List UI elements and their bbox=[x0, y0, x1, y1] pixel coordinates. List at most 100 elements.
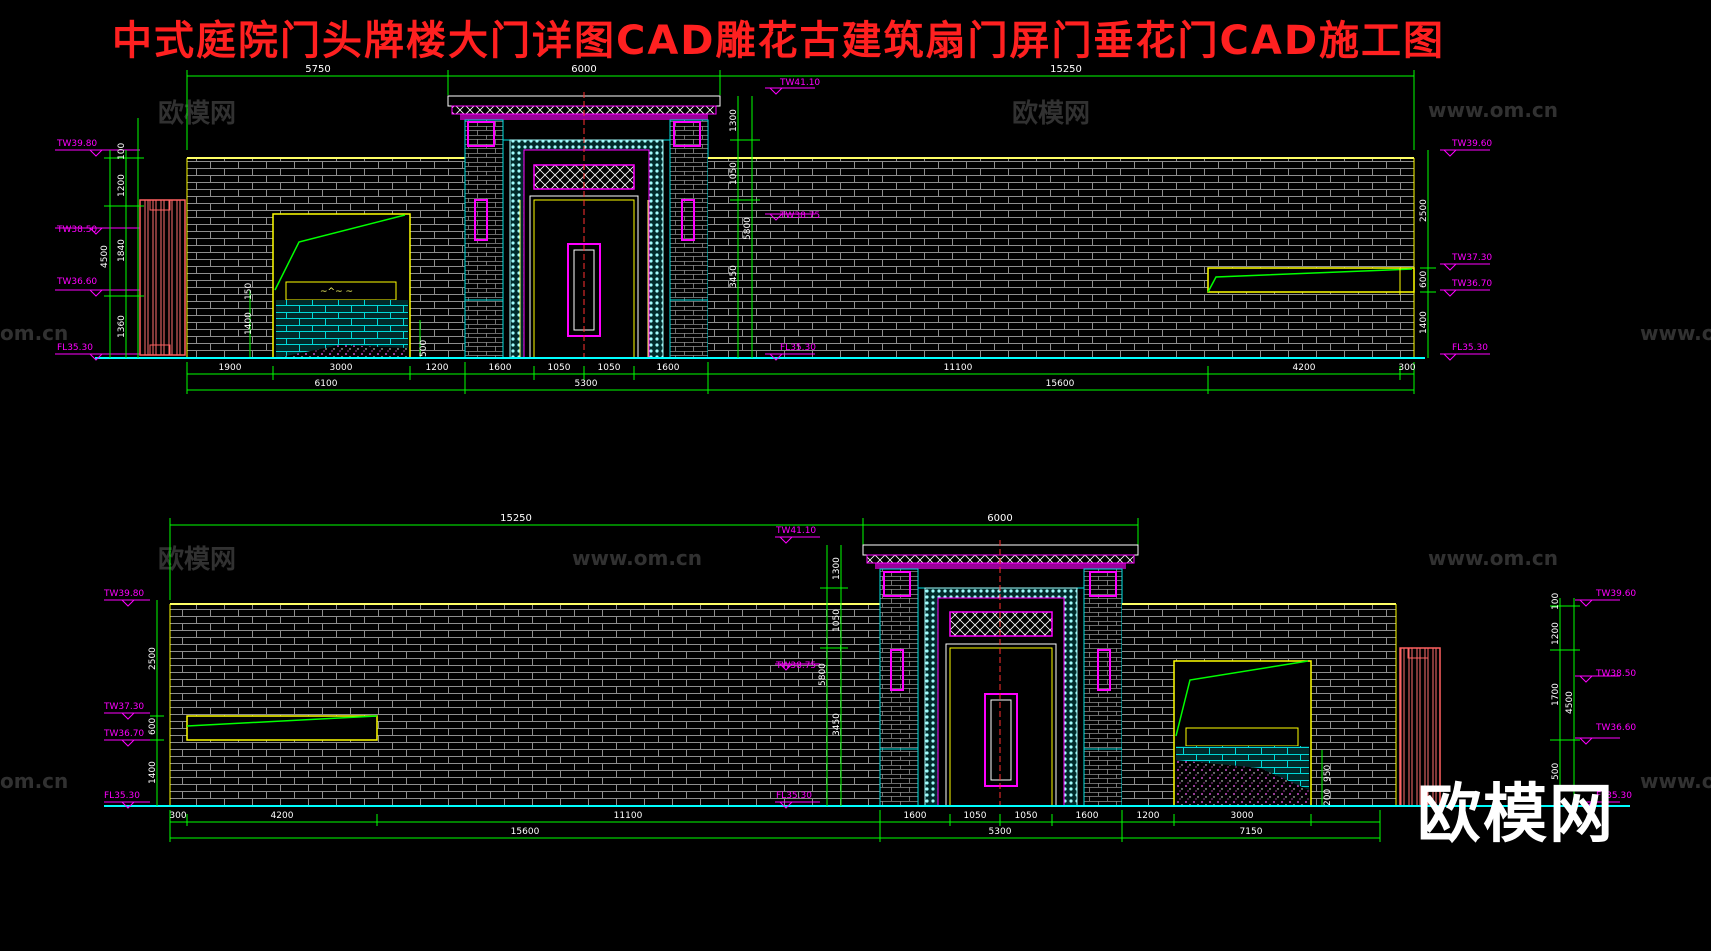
watermark-url: om.cn bbox=[0, 321, 68, 345]
dim-label: 950 bbox=[1323, 765, 1333, 782]
elevation-1: 5750 6000 15250 ~^~ ~ 150 1400 500 bbox=[55, 64, 1492, 394]
level-marker: FL35.30 bbox=[104, 791, 140, 801]
svg-text:~^~ ~: ~^~ ~ bbox=[320, 287, 353, 297]
level-marker: TW36.60 bbox=[56, 277, 97, 287]
dim-label: 1200 bbox=[426, 363, 449, 373]
dim-label: 1900 bbox=[219, 363, 242, 373]
level-marker: TW39.60 bbox=[1451, 139, 1492, 149]
dim-label: 4500 bbox=[100, 245, 110, 268]
left-planter: ~^~ ~ bbox=[249, 213, 421, 359]
dim-label: 5800 bbox=[743, 217, 753, 240]
left-screen-panel bbox=[139, 199, 186, 356]
level-marker: TW36.70 bbox=[1451, 279, 1492, 289]
dim-label: 600 bbox=[148, 718, 158, 735]
dim-label: 5800 bbox=[818, 663, 828, 686]
watermark-url: om.cn bbox=[0, 769, 68, 793]
dim-label: 100 bbox=[117, 143, 127, 160]
dim-label: 1840 bbox=[117, 239, 127, 262]
dim-label: 2500 bbox=[1419, 199, 1429, 222]
level-marker: TW39.60 bbox=[1595, 589, 1636, 599]
watermark-url: www.om.cn bbox=[1428, 98, 1558, 122]
dim-label: 600 bbox=[1419, 271, 1429, 288]
dim-label: 15600 bbox=[511, 827, 540, 837]
watermark-cn: 欧模网 bbox=[158, 98, 236, 129]
dim-label: 4200 bbox=[271, 811, 294, 821]
dim-label: 300 bbox=[1398, 363, 1415, 373]
level-marker: TW39.80 bbox=[103, 589, 144, 599]
dim-label: 500 bbox=[1551, 763, 1561, 780]
dim-label: 150 bbox=[244, 283, 254, 300]
dim-label: 3000 bbox=[1231, 811, 1254, 821]
dim-label: 1200 bbox=[1551, 622, 1561, 645]
dim-label: 3450 bbox=[729, 265, 739, 288]
dim-label: 1600 bbox=[657, 363, 680, 373]
dim-label: 11100 bbox=[944, 363, 973, 373]
watermark-cn: 欧模网 bbox=[158, 544, 236, 575]
dim-label: 1700 bbox=[1551, 683, 1561, 706]
dim-label: 15250 bbox=[500, 513, 532, 524]
dim-label: 1050 bbox=[598, 363, 621, 373]
level-marker: TW41.10 bbox=[779, 78, 820, 88]
dim-label: 1300 bbox=[729, 109, 739, 132]
dim-label: 300 bbox=[169, 811, 186, 821]
left-bench bbox=[186, 715, 378, 741]
dim-label: 1600 bbox=[904, 811, 927, 821]
dim-label: 1600 bbox=[1076, 811, 1099, 821]
gate-2 bbox=[862, 540, 1139, 810]
level-marker: TW38.50 bbox=[1595, 669, 1636, 679]
right-bench bbox=[1207, 267, 1415, 295]
left-brick-wall bbox=[170, 604, 880, 806]
level-marker: TW39.80 bbox=[56, 139, 97, 149]
level-marker: TW36.70 bbox=[103, 729, 144, 739]
level-marker: TW38.75 bbox=[775, 661, 816, 671]
dim-label: 1600 bbox=[489, 363, 512, 373]
level-marker: TW36.60 bbox=[1595, 723, 1636, 733]
dim-label: 1300 bbox=[832, 557, 842, 580]
watermark-cn: 欧模网 bbox=[1012, 98, 1090, 129]
level-marker: TW41.10 bbox=[775, 526, 816, 536]
dim-label: 3000 bbox=[330, 363, 353, 373]
dim-label: 100 bbox=[1551, 593, 1561, 610]
dim-label: 15600 bbox=[1046, 379, 1075, 389]
watermark-url: www.om.cn bbox=[1640, 321, 1711, 345]
dim-label: 1050 bbox=[1015, 811, 1038, 821]
elevation-2: 15250 6000 bbox=[103, 513, 1636, 842]
dim-label: 1400 bbox=[148, 761, 158, 784]
right-brick-wall bbox=[708, 158, 1414, 358]
gate-1 bbox=[447, 92, 721, 362]
dim-label: 2500 bbox=[148, 647, 158, 670]
dim-label: 15250 bbox=[1050, 64, 1082, 75]
watermark-url: www.om.cn bbox=[1428, 546, 1558, 570]
level-marker: FL35.30 bbox=[1452, 343, 1488, 353]
dim-label: 4200 bbox=[1293, 363, 1316, 373]
level-marker: TW37.30 bbox=[1451, 253, 1492, 263]
level-marker: FL35.30 bbox=[776, 791, 812, 801]
dim-label: 1050 bbox=[964, 811, 987, 821]
dim-label: 4500 bbox=[1565, 691, 1575, 714]
dim-label: 6000 bbox=[987, 513, 1012, 524]
brand-logo: 欧模网 bbox=[1417, 778, 1615, 852]
dim-label: 5300 bbox=[989, 827, 1012, 837]
dim-label: 7150 bbox=[1240, 827, 1263, 837]
level-marker: TW38.50 bbox=[56, 225, 97, 235]
dim-label: 200 bbox=[1323, 789, 1333, 806]
dim-label: 1200 bbox=[1137, 811, 1160, 821]
page-title: 中式庭院门头牌楼大门详图CAD雕花古建筑扇门屏门垂花门CAD施工图 bbox=[112, 18, 1446, 64]
dim-label: 5750 bbox=[305, 64, 330, 75]
dim-label: 6100 bbox=[315, 379, 338, 389]
dim-label: 1400 bbox=[244, 312, 254, 335]
watermark-url: www.om.cn bbox=[1640, 769, 1711, 793]
dim-label: 1050 bbox=[729, 162, 739, 185]
dim-label: 1360 bbox=[117, 315, 127, 338]
level-marker: FL35.30 bbox=[1596, 791, 1632, 801]
level-marker: TW38.75 bbox=[779, 211, 820, 221]
top-dimension-chain bbox=[186, 70, 1415, 150]
dim-label: 5300 bbox=[575, 379, 598, 389]
dim-label: 1050 bbox=[832, 609, 842, 632]
dim-label: 500 bbox=[419, 340, 429, 357]
dim-label: 1400 bbox=[1419, 311, 1429, 334]
level-marker: TW37.30 bbox=[103, 702, 144, 712]
level-marker: FL35.30 bbox=[57, 343, 93, 353]
dim-label: 6000 bbox=[571, 64, 596, 75]
